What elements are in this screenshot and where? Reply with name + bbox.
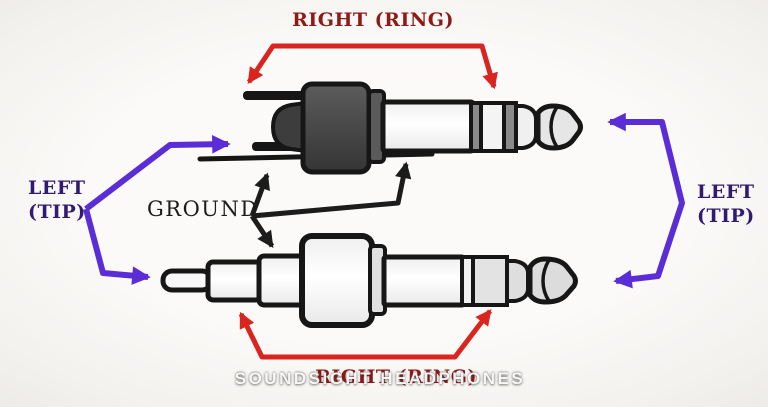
label-left-tip-left-line2: (TIP)	[28, 201, 86, 223]
bottom-plug-sleeve	[381, 254, 467, 308]
bottom-plug-segment-3	[256, 253, 308, 308]
top-plug-body	[300, 81, 372, 175]
label-ground: GROUND	[147, 197, 259, 221]
top-plug-illustration	[197, 81, 583, 175]
bottom-plug-ring-contact	[471, 255, 509, 307]
top-plug-neck	[514, 104, 538, 150]
label-left-tip-right-line2: (TIP)	[697, 205, 755, 227]
red-bracket-top	[246, 43, 498, 90]
bottom-plug-neck	[505, 259, 530, 303]
bottom-plug-segment-2	[205, 259, 264, 303]
label-left-tip-left: LEFT(TIP)	[28, 176, 86, 224]
bottom-plug-illustration	[160, 233, 578, 328]
purple-bracket-right	[607, 112, 685, 289]
label-right-ring-bottom: RIGHT (RING)	[315, 366, 477, 388]
bottom-plug-tip-ridge	[541, 259, 551, 302]
bottom-plug-pin	[160, 268, 214, 293]
label-left-tip-right: LEFT(TIP)	[697, 180, 755, 228]
label-left-tip-left-line1: LEFT	[28, 177, 86, 199]
label-left-tip-right-line1: LEFT	[697, 181, 755, 203]
bottom-plug-body	[299, 233, 375, 328]
purple-arrow-left	[83, 134, 231, 285]
top-plug-dome	[270, 100, 308, 154]
top-plug-upper-prong	[243, 91, 305, 100]
top-plug-tip-ridge	[549, 106, 559, 148]
label-right-ring-top: RIGHT (RING)	[292, 9, 454, 31]
top-plug-tip	[535, 103, 583, 151]
red-bracket-bottom	[238, 309, 492, 360]
ground-arrows	[249, 161, 412, 249]
top-plug-sleeve	[380, 99, 476, 154]
top-plug-ring-contact	[479, 101, 507, 153]
bottom-plug-tip	[527, 256, 578, 305]
watermark-soundsight-headphones: SOUNDSIGHT HEADPHONES	[234, 369, 526, 388]
